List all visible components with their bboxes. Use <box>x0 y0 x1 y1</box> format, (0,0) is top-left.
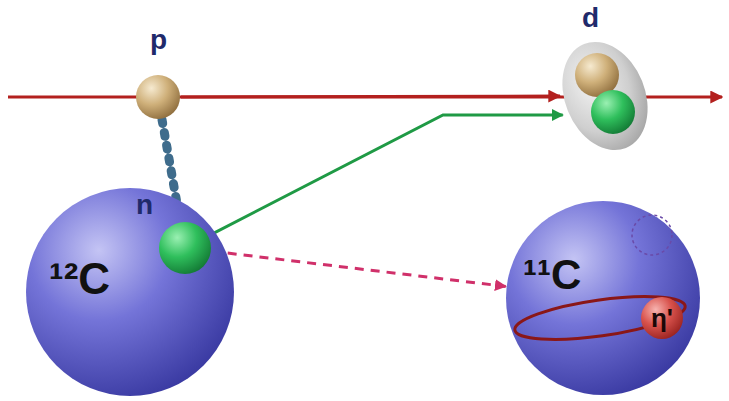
particle-label: p <box>150 26 167 54</box>
neutron-ball: n <box>158 221 212 275</box>
transfer-path <box>212 251 506 286</box>
particle-label: n <box>136 191 153 219</box>
deuteron-ellipse: d <box>560 40 650 152</box>
eta-prime-ball: η' <box>640 296 684 340</box>
nucleus-sphere: ¹¹C η' <box>505 200 701 396</box>
proton-ball: p <box>135 74 181 120</box>
deuteron-ellipse-shape <box>560 40 650 152</box>
particle-label: d <box>582 4 599 32</box>
nucleus-sphere-shape <box>505 200 701 396</box>
neutron-ball-shape <box>158 221 212 275</box>
nucleus-sphere: ¹²C n <box>25 187 235 397</box>
beam-arrow <box>181 95 560 99</box>
particle-label: η' <box>651 305 673 331</box>
nucleus-label: ¹¹C <box>523 254 581 296</box>
proton-ball-shape <box>135 74 181 120</box>
nucleus-label: ¹²C <box>49 257 110 301</box>
neutron-path <box>209 115 563 236</box>
